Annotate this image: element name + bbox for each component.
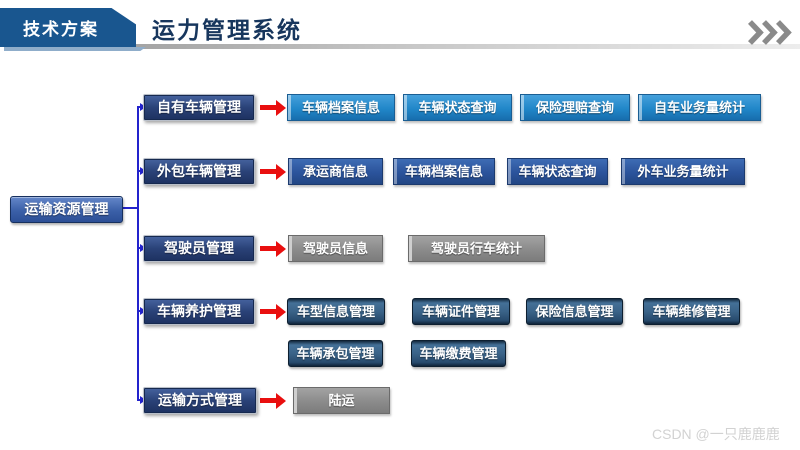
red-arrow-icon bbox=[260, 241, 286, 257]
node-child: 保险理赔查询 bbox=[520, 94, 630, 121]
node-child: 车辆状态查询 bbox=[507, 158, 608, 185]
node-child: 自车业务量统计 bbox=[638, 94, 761, 121]
node-root: 运输资源管理 bbox=[10, 196, 123, 223]
section-banner: 技术方案 bbox=[0, 8, 136, 47]
header-divider bbox=[88, 44, 800, 49]
red-arrow-icon bbox=[260, 164, 286, 180]
node-parent-maintenance: 车辆养护管理 bbox=[143, 298, 255, 325]
node-child: 承运商信息 bbox=[288, 158, 383, 185]
section-banner-label: 技术方案 bbox=[23, 20, 99, 39]
node-child: 车型信息管理 bbox=[287, 298, 385, 325]
node-child: 车辆缴费管理 bbox=[411, 340, 506, 367]
node-child: 车辆承包管理 bbox=[288, 340, 383, 367]
node-child: 车辆维修管理 bbox=[643, 298, 740, 325]
node-parent-transport-mode: 运输方式管理 bbox=[143, 387, 257, 414]
red-arrow-icon bbox=[260, 100, 286, 116]
root-connector-line bbox=[123, 207, 138, 209]
tree-trunk-line bbox=[137, 106, 139, 401]
red-arrow-icon bbox=[260, 393, 286, 409]
node-child: 车辆档案信息 bbox=[393, 158, 495, 185]
page-title: 运力管理系统 bbox=[152, 17, 302, 43]
node-child: 驾驶员行车统计 bbox=[408, 235, 545, 262]
red-arrow-icon bbox=[260, 304, 286, 320]
node-child: 驾驶员信息 bbox=[288, 235, 383, 262]
node-child: 陆运 bbox=[293, 387, 390, 414]
node-child: 保险信息管理 bbox=[526, 298, 623, 325]
node-child: 车辆状态查询 bbox=[403, 94, 512, 121]
node-child: 车辆档案信息 bbox=[287, 94, 395, 121]
node-child: 外车业务量统计 bbox=[621, 158, 745, 185]
node-parent-own-vehicles: 自有车辆管理 bbox=[143, 94, 255, 121]
node-parent-drivers: 驾驶员管理 bbox=[143, 235, 255, 262]
banner-underline bbox=[4, 47, 146, 51]
node-parent-outsourced-vehicles: 外包车辆管理 bbox=[143, 158, 255, 185]
node-child: 车辆证件管理 bbox=[412, 298, 510, 325]
chevrons-right-icon bbox=[748, 20, 792, 45]
watermark: CSDN @一只鹿鹿鹿 bbox=[652, 426, 780, 442]
